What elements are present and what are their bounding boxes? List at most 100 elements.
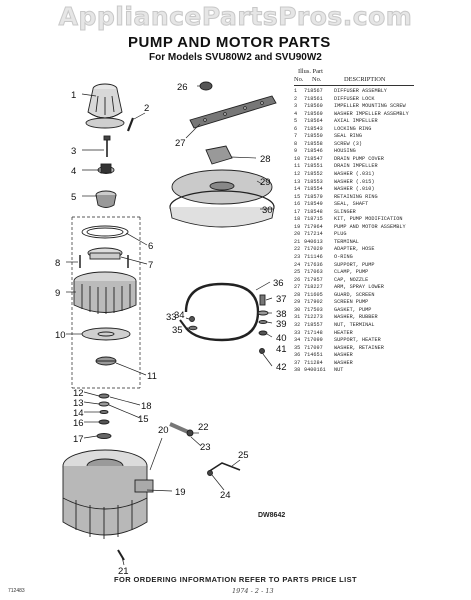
part-description: TERMINAL xyxy=(334,238,359,245)
part-description: PUMP AND MOTOR ASSEMBLY xyxy=(334,223,406,230)
handwritten-note: 1974 - 2 - 13 xyxy=(232,587,274,595)
part-number-index: 31 xyxy=(294,314,301,321)
callout-42: 42 xyxy=(276,362,287,373)
part-description: WASHER xyxy=(334,359,353,366)
callout-17: 17 xyxy=(73,434,84,445)
part-description: WASHER xyxy=(334,352,353,359)
part-description: SCREEN PUMP xyxy=(334,299,369,306)
terminal-part xyxy=(117,549,125,561)
part-number: 717902 xyxy=(304,299,323,306)
part-number-index: 3 xyxy=(294,103,298,110)
watermark: AppliancePartsPros.com xyxy=(58,2,413,32)
heater-hardware-right xyxy=(257,294,269,354)
part-number: 718557 xyxy=(304,321,323,328)
part-number: 940613 xyxy=(304,238,323,245)
part-number: 717964 xyxy=(304,223,323,230)
washer-impeller-part xyxy=(97,163,115,174)
part-number-index: 34 xyxy=(294,337,301,344)
part-number-index: 20 xyxy=(294,231,301,238)
callout-29: 29 xyxy=(260,177,271,188)
part-number: 718558 xyxy=(304,140,323,147)
part-number: 718564 xyxy=(304,118,323,125)
hose-adapter-part xyxy=(169,422,194,437)
ordering-footer: FOR ORDERING INFORMATION REFER TO PARTS … xyxy=(114,575,357,584)
part-description: WASHER IMPELLER ASSEMBLY xyxy=(334,110,409,117)
part-number-index: 24 xyxy=(294,261,301,268)
part-number: 718549 xyxy=(304,201,323,208)
part-number: 718715 xyxy=(304,216,323,223)
part-description: CAP, NOZZLE xyxy=(334,276,369,283)
part-description: SUPPORT, PUMP xyxy=(334,261,375,268)
pump-gasket-part xyxy=(169,190,275,228)
part-number-index: 12 xyxy=(294,171,301,178)
part-number: 718546 xyxy=(304,148,323,155)
part-number: 717097 xyxy=(304,344,323,351)
callout-8: 8 xyxy=(55,258,60,269)
part-number: 718227 xyxy=(304,284,323,291)
callout-38: 38 xyxy=(276,309,287,320)
callout-21: 21 xyxy=(118,566,129,577)
description-header: DESCRIPTION xyxy=(344,76,386,83)
leader-lines xyxy=(66,85,274,566)
callout-23: 23 xyxy=(200,442,211,453)
callout-3: 3 xyxy=(71,146,76,157)
part-number-index: 8 xyxy=(294,140,298,147)
part-number-index: 13 xyxy=(294,178,301,185)
cap-nozzle-part xyxy=(199,81,213,91)
part-number: 718551 xyxy=(304,163,323,170)
callout-9: 9 xyxy=(55,288,60,299)
part-description: WASHER, RETAINER xyxy=(334,344,384,351)
part-number-index: 35 xyxy=(294,344,301,351)
pump-screen-part xyxy=(171,169,273,205)
part-number: 718579 xyxy=(304,193,323,200)
part-number-index: 23 xyxy=(294,254,301,261)
diagram-code: DW8642 xyxy=(258,512,286,519)
callout-6: 6 xyxy=(148,241,153,252)
part-no-header: No. xyxy=(312,76,322,83)
callout-1: 1 xyxy=(71,90,76,101)
part-description: IMPELLER MOUNTING SCREW xyxy=(334,103,406,110)
part-description: O-RING xyxy=(334,254,353,261)
part-number: 711284 xyxy=(304,359,323,366)
part-number-index: 30 xyxy=(294,306,301,313)
drain-pump-cover-part xyxy=(81,327,131,341)
heater-hardware-left xyxy=(188,316,198,331)
part-description: DIFFUSER LOCK xyxy=(334,95,375,102)
part-number-index: 38 xyxy=(294,367,301,374)
part-number: 711146 xyxy=(304,254,323,261)
axial-impeller-part xyxy=(95,190,117,208)
impeller-screw-part xyxy=(103,135,111,157)
part-description: HEATER xyxy=(334,329,353,336)
heater-part xyxy=(179,282,260,342)
part-description: NUT, TERMINAL xyxy=(334,321,375,328)
callout-36: 36 xyxy=(273,278,284,289)
part-number-index: 5 xyxy=(294,118,298,125)
callout-15: 15 xyxy=(138,414,149,425)
part-number-index: 25 xyxy=(294,269,301,276)
part-description: RETAINING RING xyxy=(334,193,378,200)
callout-4: 4 xyxy=(71,166,76,177)
part-number-index: 29 xyxy=(294,299,301,306)
diffuser-assembly-part xyxy=(85,83,125,129)
part-number: 717029 xyxy=(304,246,323,253)
corner-code: 712483 xyxy=(8,588,25,594)
